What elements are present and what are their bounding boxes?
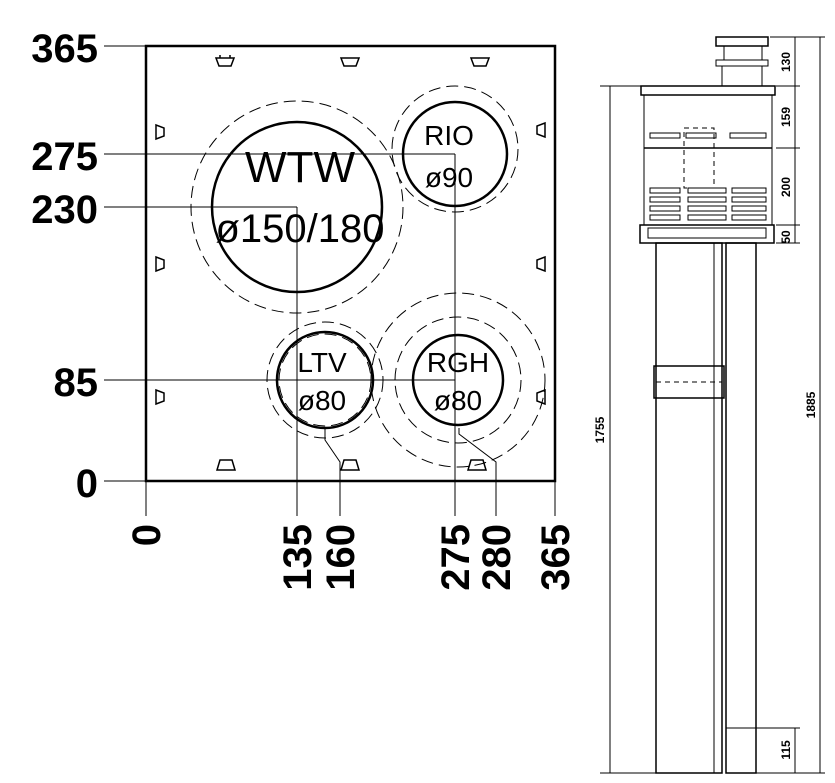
top-collar: [721, 65, 763, 87]
hidden-inner-pipe: [683, 127, 715, 189]
dimension-lines: [600, 36, 825, 774]
dim-130: 130: [779, 52, 793, 72]
wtw-diameter: ø150/180: [215, 207, 384, 251]
clip-left-2: [155, 255, 165, 273]
clip-bottom-3: [466, 459, 488, 471]
hood-rim: [640, 85, 776, 96]
rio-name: RIO: [424, 120, 474, 151]
dim-200: 200: [779, 177, 793, 197]
clip-top-1: [214, 55, 236, 67]
upper-louvres: [649, 132, 767, 139]
rio-pipe-circle: [401, 100, 509, 208]
clip-bottom-2: [339, 459, 361, 471]
middle-louvres: [649, 187, 767, 221]
rgh-name: RGH: [427, 347, 489, 378]
pipe-coupling: [653, 365, 725, 399]
x-label-365: 365: [534, 524, 578, 591]
dim-1755: 1755: [593, 416, 607, 443]
base-plate-inner: [647, 227, 767, 239]
middle-housing: [643, 147, 773, 226]
wtw-clearance-arc: [190, 100, 404, 314]
dim-1885: 1885: [804, 391, 818, 418]
wtw-pipe-circle: [210, 120, 384, 294]
plate-view: WTW ø150/180 RIO ø90 LTV ø80 RGH ø80 365: [31, 27, 578, 591]
ltv-diameter: ø80: [298, 385, 346, 416]
clip-left-3: [155, 388, 165, 406]
clip-left-1: [155, 123, 165, 141]
main-pipe: [655, 242, 723, 774]
ref-line-x160: [324, 428, 341, 516]
clip-right-2: [536, 255, 546, 273]
wtw-name: WTW: [245, 143, 355, 192]
ltv-pipe-circle: [275, 330, 375, 430]
ltv-clearance-arc-1: [266, 321, 384, 439]
clip-top-3: [469, 57, 491, 67]
rgh-clearance-arc-2: [394, 316, 522, 444]
y-label-275: 275: [31, 135, 98, 179]
dim-50: 50: [779, 230, 793, 244]
y-label-230: 230: [31, 188, 98, 232]
rgh-diameter: ø80: [434, 385, 482, 416]
top-cap: [715, 36, 769, 47]
clip-top-2: [339, 57, 361, 67]
ltv-name: LTV: [297, 347, 347, 378]
y-label-365: 365: [31, 27, 98, 71]
y-label-0: 0: [76, 462, 98, 506]
top-cap-ring: [715, 59, 769, 67]
side-view: 130 159 200 50 1755 1885 115: [593, 36, 825, 774]
dim-115: 115: [779, 740, 793, 760]
rgh-pipe-circle: [411, 333, 505, 427]
clip-bottom-1: [215, 459, 237, 471]
dim-159: 159: [779, 107, 793, 127]
x-label-0: 0: [125, 524, 169, 546]
x-label-135: 135: [276, 524, 320, 591]
clip-right-1: [536, 121, 546, 139]
x-label-280: 280: [475, 524, 519, 591]
x-label-160: 160: [319, 524, 363, 591]
roof-plate-outline: [144, 44, 557, 483]
clip-right-3: [536, 388, 546, 406]
secondary-pipe: [725, 242, 757, 774]
upper-housing: [643, 94, 773, 149]
mounting-clips: [155, 55, 546, 471]
y-label-85: 85: [54, 361, 99, 405]
rgh-clearance-arc-1: [370, 292, 546, 468]
top-cap-neck: [723, 45, 763, 61]
rio-clearance-arc: [391, 85, 519, 213]
ref-line-x280: [458, 428, 497, 516]
x-label-275: 275: [434, 524, 478, 591]
rio-diameter: ø90: [425, 162, 473, 193]
